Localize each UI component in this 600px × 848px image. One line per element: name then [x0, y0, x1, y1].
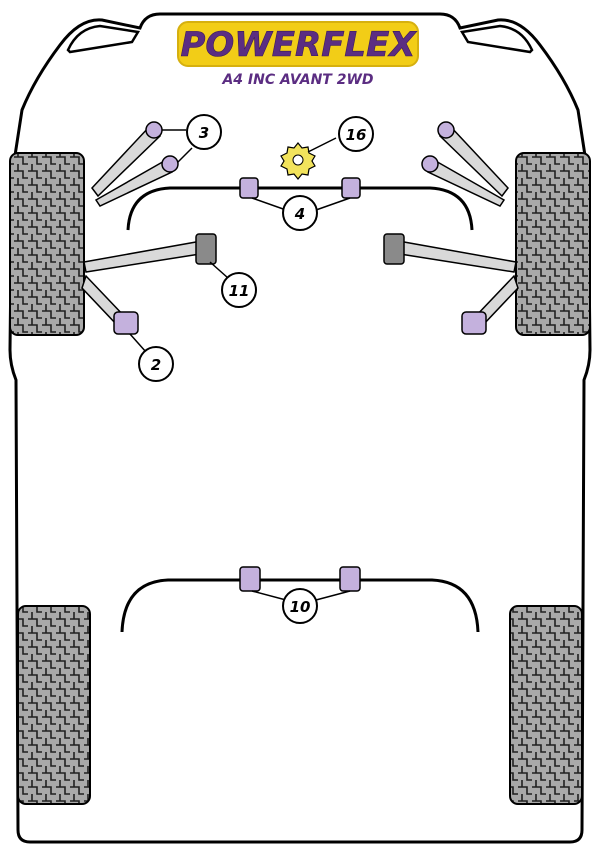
callout-11: 11	[221, 272, 257, 308]
front-right-upper-arms	[421, 121, 509, 207]
front-right-tyre	[515, 152, 591, 336]
powerflex-logo: POWERFLEX	[177, 21, 419, 67]
rear-right-tyre	[509, 605, 583, 805]
bush-3b	[161, 155, 179, 173]
callout-16: 16	[338, 116, 374, 152]
callout-4: 4	[282, 195, 318, 231]
car-body-outline	[8, 12, 592, 844]
front-left-lower-arm	[81, 233, 217, 335]
bush-10a	[239, 566, 261, 592]
bush-10b	[339, 566, 361, 592]
top-mount-bush-16	[280, 142, 316, 180]
callout-10: 10	[282, 588, 318, 624]
svg-text:10: 10	[290, 598, 311, 616]
svg-text:4: 4	[294, 205, 305, 223]
bush-11-left	[195, 233, 217, 265]
front-right-lower-arm	[383, 233, 519, 335]
left-headlight	[66, 24, 141, 54]
svg-text:2: 2	[151, 356, 161, 374]
rear-left-tyre	[17, 605, 91, 805]
bush-4a	[239, 177, 259, 199]
right-headlight	[459, 24, 534, 54]
bush-4b	[341, 177, 361, 199]
leader-lines	[129, 129, 351, 601]
front-left-tyre	[9, 152, 85, 336]
bush-2-left	[113, 311, 139, 335]
model-name: A4 INC AVANT 2WD	[221, 72, 373, 88]
callout-3: 3	[186, 114, 222, 150]
bush-3a	[145, 121, 163, 139]
rear-anti-roll-bar	[120, 578, 480, 633]
svg-text:16: 16	[346, 126, 367, 144]
brand-name: POWERFLEX	[180, 25, 417, 65]
svg-text:3: 3	[199, 124, 209, 142]
svg-text:11: 11	[229, 282, 250, 300]
callout-2: 2	[138, 346, 174, 382]
front-anti-roll-bar	[126, 186, 474, 231]
